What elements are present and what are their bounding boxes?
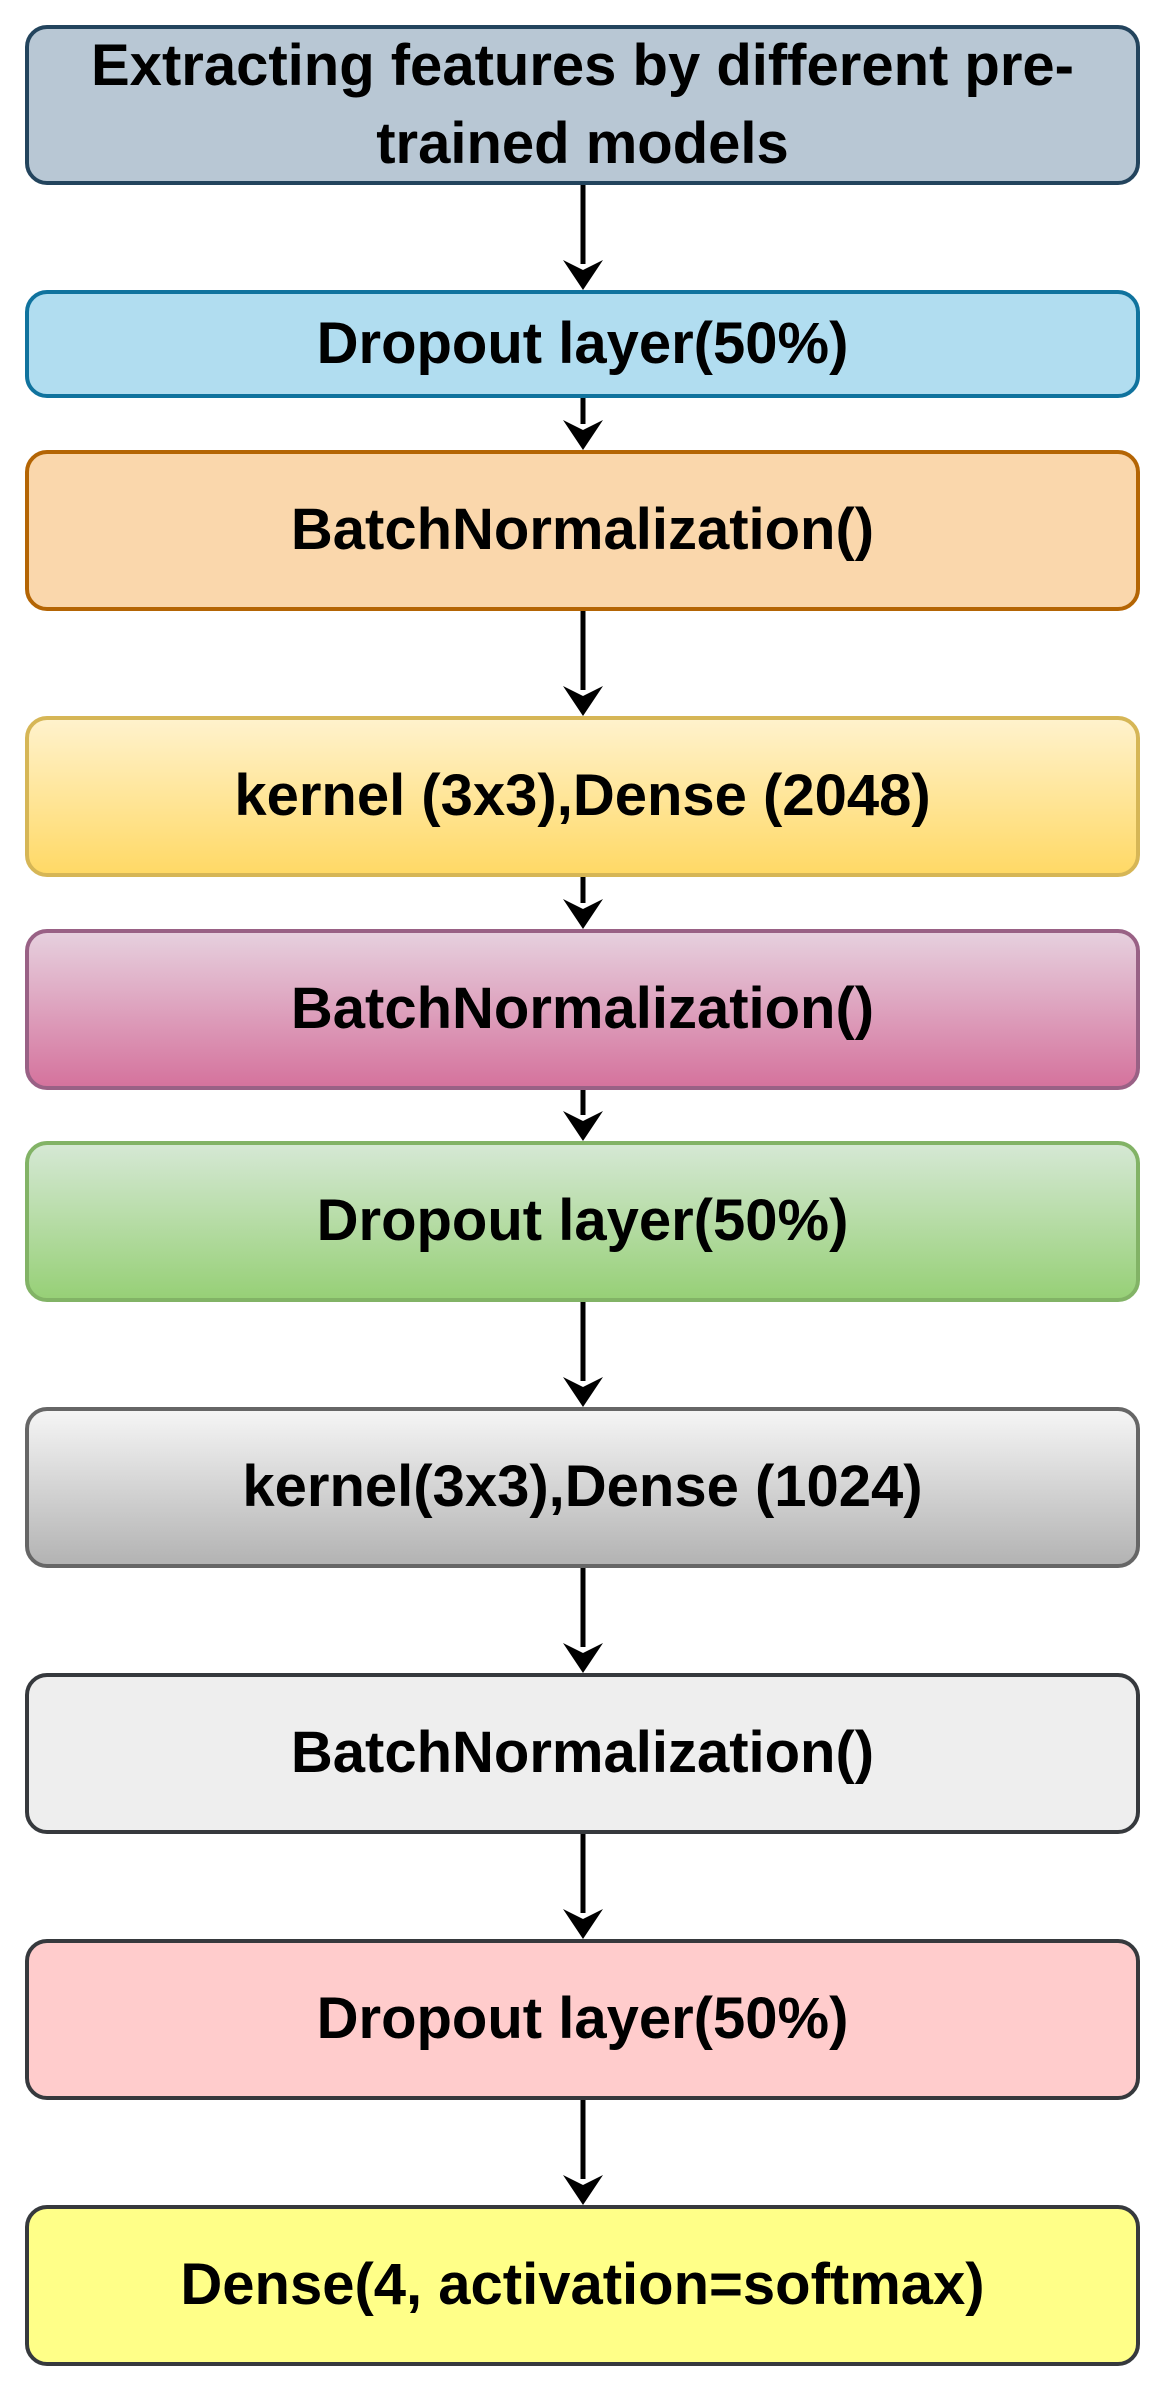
- node-dropout-2: Dropout layer(50%): [25, 1141, 1140, 1302]
- arrow-head-4: [563, 899, 603, 929]
- arrow-head-6: [563, 1377, 603, 1407]
- node-dropout-1: Dropout layer(50%): [25, 290, 1140, 398]
- node-dropout-3: Dropout layer(50%): [25, 1939, 1140, 2100]
- node-dense-2048: kernel (3x3),Dense (2048): [25, 716, 1140, 877]
- arrow-head-5: [563, 1111, 603, 1141]
- node-batchnorm-2: BatchNormalization(): [25, 929, 1140, 1090]
- node-dense-softmax: Dense(4, activation=softmax): [25, 2205, 1140, 2366]
- arrow-head-7: [563, 1643, 603, 1673]
- arrow-head-1: [563, 260, 603, 290]
- arrow-head-2: [563, 420, 603, 450]
- arrow-head-8: [563, 1909, 603, 1939]
- arrow-head-9: [563, 2175, 603, 2205]
- node-dense-1024: kernel(3x3),Dense (1024): [25, 1407, 1140, 1568]
- node-batchnorm-1: BatchNormalization(): [25, 450, 1140, 611]
- node-feature-extraction: Extracting features by different pre-tra…: [25, 25, 1140, 185]
- arrow-head-3: [563, 686, 603, 716]
- node-batchnorm-3: BatchNormalization(): [25, 1673, 1140, 1834]
